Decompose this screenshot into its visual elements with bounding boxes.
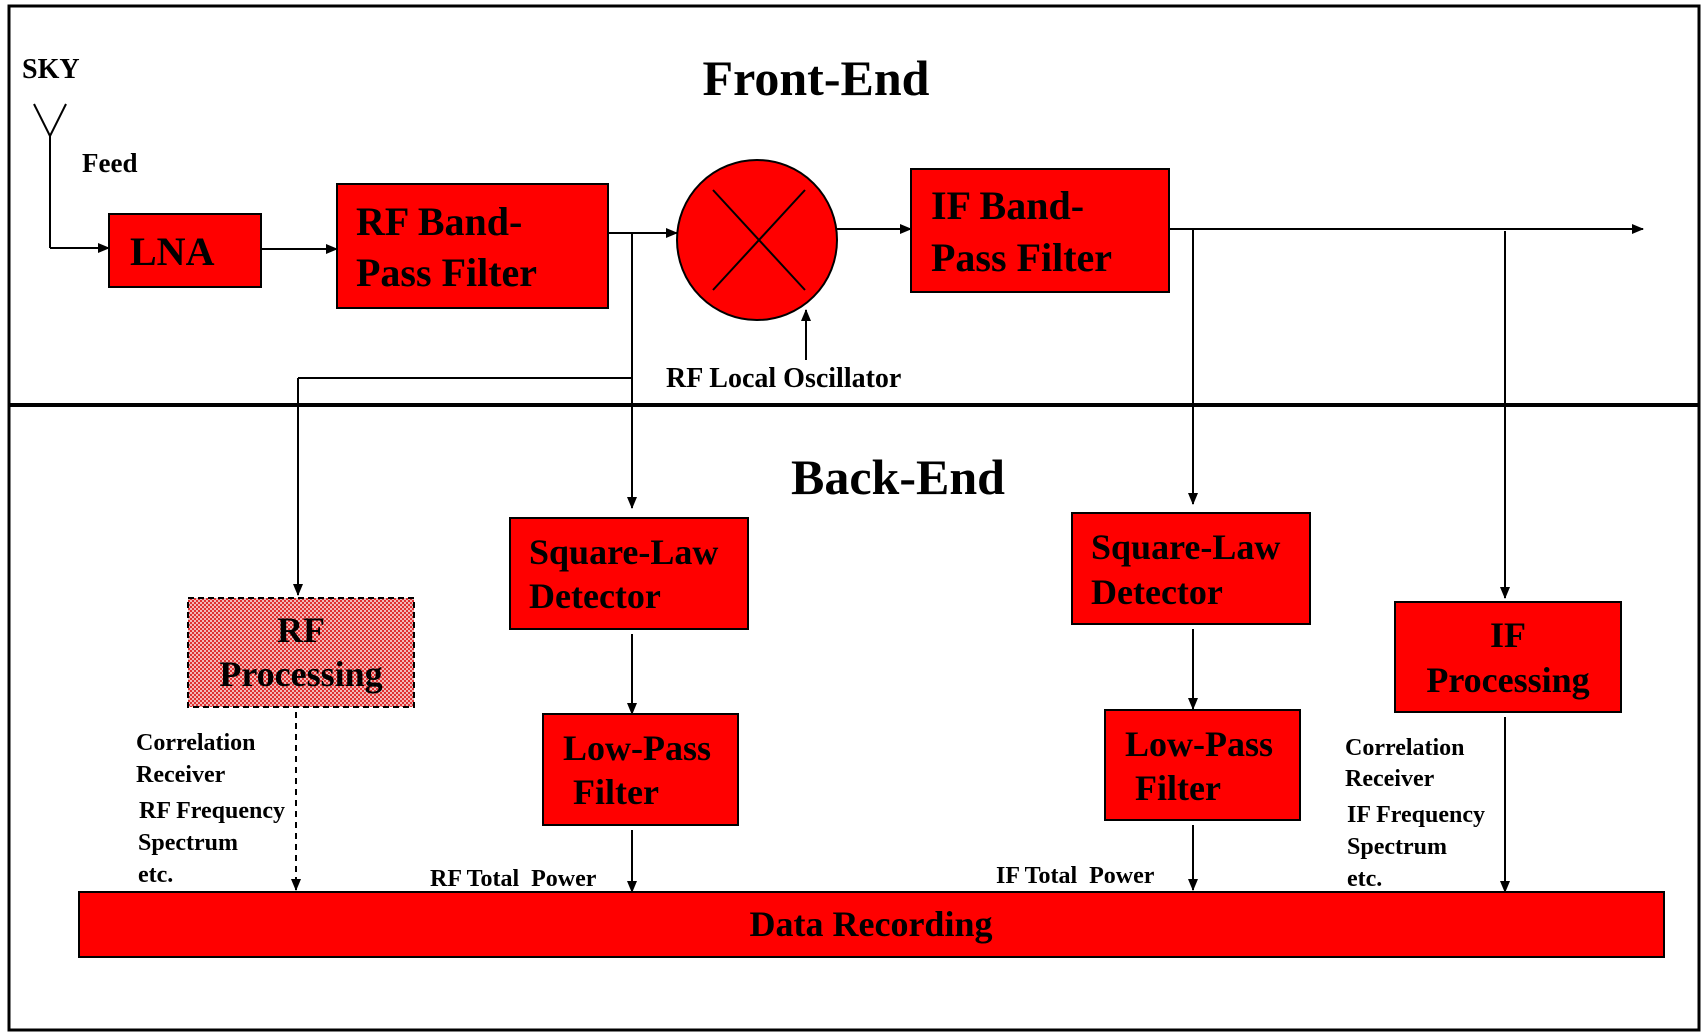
mixer-icon xyxy=(676,159,838,321)
data-recording-block: Data Recording xyxy=(78,891,1665,958)
if-square-law-detector-block: Square-Law Detector xyxy=(1071,512,1311,625)
lna-block: LNA xyxy=(108,213,262,288)
rf-processing-notes: Correlation Receiver RF Frequency Spectr… xyxy=(136,730,285,888)
if-note-2: Receiver xyxy=(1345,766,1435,792)
if-lowpass-line-2: Filter xyxy=(1135,768,1221,808)
rf-note-2: Receiver xyxy=(136,762,226,788)
if-note-1: Correlation xyxy=(1345,735,1465,761)
rf-low-pass-filter-block: Low-Pass Filter xyxy=(542,713,739,826)
rf-note-1: Correlation xyxy=(136,730,256,756)
if-bandpass-line-1: IF Band- xyxy=(931,183,1084,228)
rf-detector-line-2: Detector xyxy=(529,576,661,616)
sky-label: SKY xyxy=(22,54,80,85)
antenna-icon xyxy=(33,103,67,248)
rf-square-law-detector-block: Square-Law Detector xyxy=(509,517,749,630)
if-processing-line-1: IF xyxy=(1490,615,1526,655)
if-note-3: IF Frequency xyxy=(1347,802,1485,828)
if-detector-line-1: Square-Law xyxy=(1091,527,1280,567)
lna-label: LNA xyxy=(130,229,215,274)
if-processing-notes: Correlation Receiver IF Frequency Spectr… xyxy=(1345,735,1485,892)
if-detector-line-2: Detector xyxy=(1091,572,1223,612)
if-note-5: etc. xyxy=(1347,866,1382,892)
if-note-4: Spectrum xyxy=(1347,834,1447,860)
rf-total-power-label: RF Total Power xyxy=(430,866,597,892)
data-recording-label: Data Recording xyxy=(750,904,993,944)
rf-processing-line-2: Processing xyxy=(219,654,382,694)
rf-processing-line-1: RF xyxy=(277,610,325,650)
rf-note-4: Spectrum xyxy=(138,830,238,856)
rf-detector-line-1: Square-Law xyxy=(529,532,718,572)
rf-bandpass-line-2: Pass Filter xyxy=(356,250,537,295)
if-processing-line-2: Processing xyxy=(1426,660,1589,700)
if-bandpass-line-2: Pass Filter xyxy=(931,235,1112,280)
rf-note-3: RF Frequency xyxy=(139,798,285,824)
rf-bandpass-filter-block: RF Band- Pass Filter xyxy=(336,183,609,309)
rf-note-5: etc. xyxy=(138,862,173,888)
front-end-title: Front-End xyxy=(703,50,930,106)
local-oscillator-label: RF Local Oscillator xyxy=(666,363,901,394)
if-bandpass-filter-block: IF Band- Pass Filter xyxy=(910,168,1170,293)
if-processing-block: IF Processing xyxy=(1394,601,1622,713)
if-lowpass-line-1: Low-Pass xyxy=(1125,724,1273,764)
if-low-pass-filter-block: Low-Pass Filter xyxy=(1104,709,1301,821)
if-total-power-label: IF Total Power xyxy=(996,863,1155,889)
rf-lowpass-line-1: Low-Pass xyxy=(563,728,711,768)
rf-lowpass-line-2: Filter xyxy=(573,772,659,812)
back-end-title: Back-End xyxy=(791,449,1005,505)
rf-processing-block: RF Processing xyxy=(187,597,415,708)
feed-label: Feed xyxy=(82,148,137,178)
rf-bandpass-line-1: RF Band- xyxy=(356,199,522,244)
diagram-frame xyxy=(7,4,1701,1032)
